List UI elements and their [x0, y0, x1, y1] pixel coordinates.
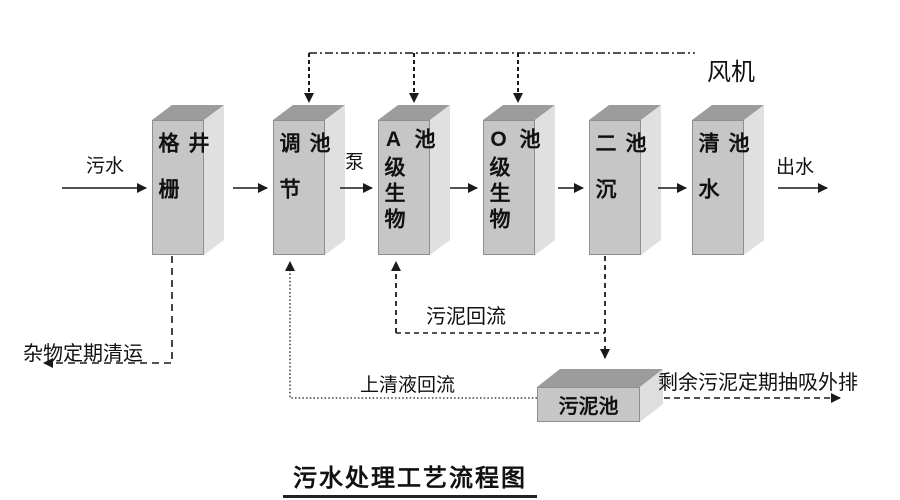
tank-side-face [204, 105, 224, 255]
tank-top-face [692, 105, 764, 120]
tank-a-grade-bio: A级生物池 [378, 105, 450, 255]
tank-clear-water: 清水池 [692, 105, 764, 255]
tank-side-face [641, 105, 661, 255]
tank-top-face [483, 105, 555, 120]
tank-regulating: 调节池 [273, 105, 345, 255]
excess-sludge-label: 剩余污泥定期抽吸外排 [658, 372, 858, 394]
tank-side-face [744, 105, 764, 255]
tank-o-grade-bio: O级生物池 [483, 105, 555, 255]
sludge-return-label: 污泥回流 [426, 306, 506, 328]
tank-top-face [378, 105, 450, 120]
effluent-label: 出水 [776, 157, 815, 178]
tank-bar-screen-well: 格栅井 [152, 105, 224, 255]
tank-label: A级生物池 [382, 128, 435, 234]
debris-removal-label: 杂物定期清运 [23, 343, 143, 365]
tank-side-face [430, 105, 450, 255]
diagram-title: 污水处理工艺流程图 [283, 458, 537, 498]
tank-top-face [152, 105, 224, 120]
tank-secondary-sedimentation: 二沉池 [589, 105, 661, 255]
tank-side-face [535, 105, 555, 255]
tank-sludge: 污泥池 [537, 369, 663, 422]
tank-label: 调节池 [277, 132, 330, 224]
tank-front-face [273, 120, 325, 255]
tank-front-face [537, 387, 640, 422]
tank-label: 二沉池 [593, 132, 646, 224]
blower-label: 风机 [707, 59, 755, 86]
tank-front-face [378, 120, 430, 255]
tank-label: 格栅井 [156, 132, 209, 224]
tank-front-face [152, 120, 204, 255]
tank-front-face [483, 120, 535, 255]
tank-side-face [325, 105, 345, 255]
tank-front-face [692, 120, 744, 255]
pump-label: 泵 [345, 152, 365, 173]
tank-label: 清水池 [696, 132, 749, 224]
supernatant-return-label: 上清液回流 [360, 375, 456, 396]
tank-top-face [589, 105, 661, 120]
tank-top-face [537, 369, 663, 387]
tank-top-face [273, 105, 345, 120]
tank-label: O级生物池 [487, 128, 540, 234]
influent-label: 污水 [86, 156, 125, 177]
tank-label: 污泥池 [558, 396, 619, 418]
tank-front-face [589, 120, 641, 255]
